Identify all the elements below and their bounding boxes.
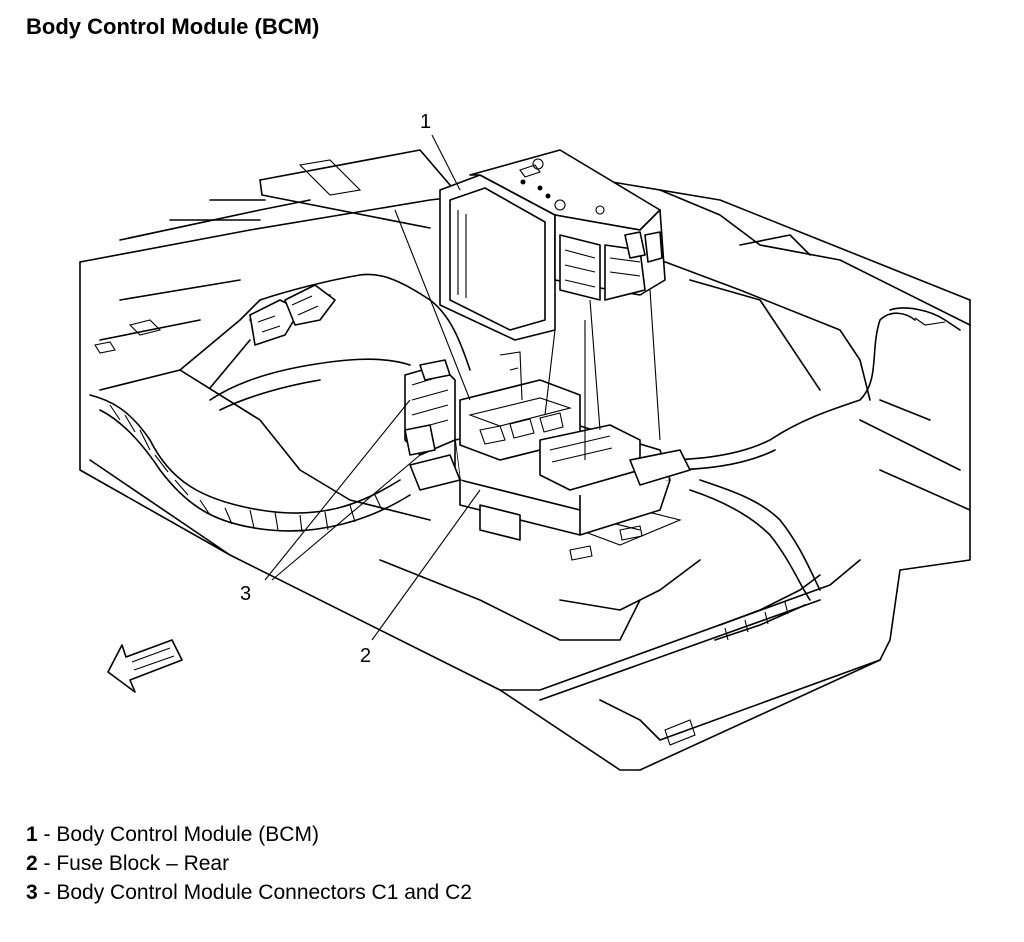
- forward-arrow-icon: [107, 639, 183, 693]
- callout-3: 3: [240, 583, 251, 605]
- bcm-location-illustration: 1 2 3: [79, 111, 971, 771]
- callout-2: 2: [360, 645, 371, 667]
- bcm-connectors-c1-c2: [404, 359, 461, 491]
- body-control-module: [439, 149, 666, 341]
- wiring-harness-left: [89, 273, 471, 533]
- floor-panel: [79, 149, 971, 771]
- fuse-block-rear: [454, 351, 691, 541]
- legend-item: 2 - Fuse Block – Rear: [26, 852, 230, 875]
- legend-item: 3 - Body Control Module Connectors C1 an…: [26, 881, 472, 904]
- callout-leaders: [264, 134, 481, 641]
- legend-item: 1 - Body Control Module (BCM): [26, 823, 319, 846]
- installation-guide-lines: [394, 209, 661, 460]
- wiring-harness-right: [659, 307, 961, 641]
- legend: 1 - Body Control Module (BCM) 2 - Fuse B…: [26, 820, 472, 907]
- diagram-title: Body Control Module (BCM): [26, 14, 320, 39]
- callout-1: 1: [420, 111, 431, 133]
